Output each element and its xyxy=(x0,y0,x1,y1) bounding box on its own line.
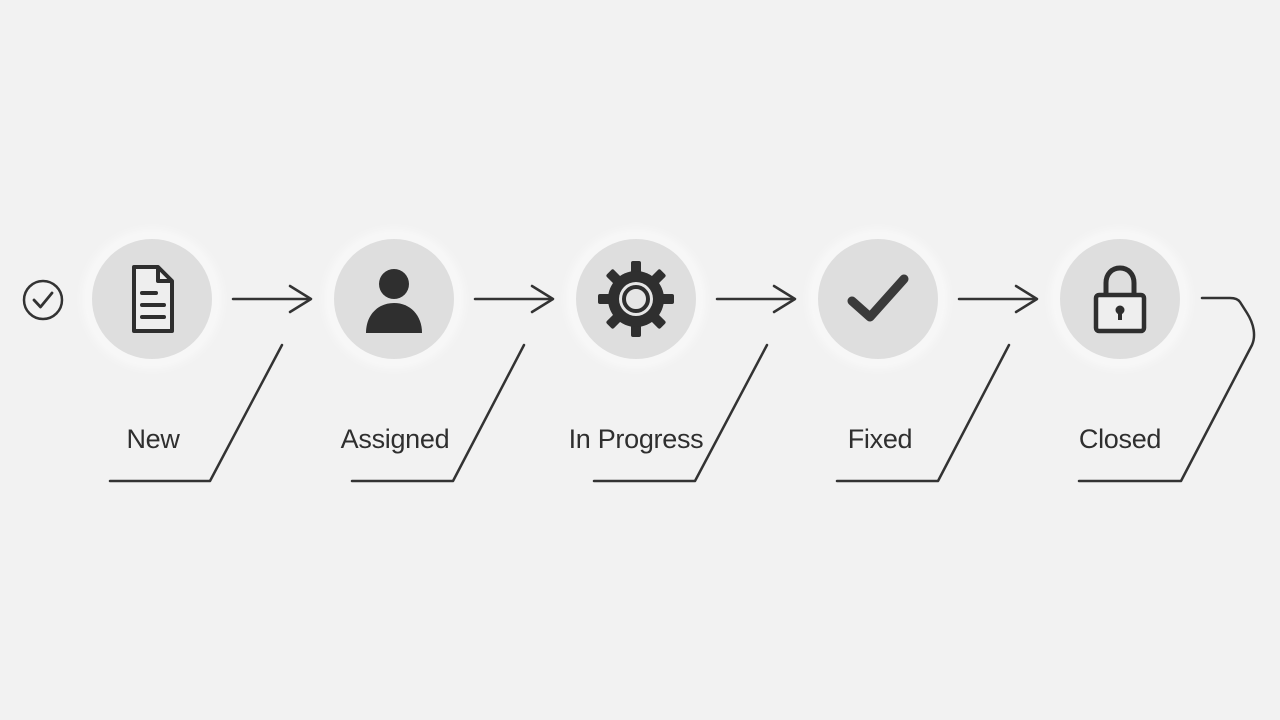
label-connector-fixed xyxy=(835,343,1011,483)
stage-node-closed xyxy=(1060,239,1180,359)
label-connector-in-progress xyxy=(592,343,769,483)
stage-node-new xyxy=(92,239,212,359)
user-icon xyxy=(366,269,422,333)
checkmark-icon xyxy=(847,274,909,322)
stage-label-assigned: Assigned xyxy=(340,424,450,454)
check-circle-icon xyxy=(22,279,64,321)
stage-label-fixed: Fixed xyxy=(847,424,913,454)
stage-label-in-progress: In Progress xyxy=(568,424,704,454)
document-icon xyxy=(132,265,174,333)
arrow-in-progress-to-fixed xyxy=(715,284,797,314)
padlock-icon xyxy=(1093,265,1147,334)
label-connector-assigned xyxy=(350,343,526,483)
gear-icon xyxy=(598,261,674,337)
arrow-assigned-to-in-progress xyxy=(473,284,555,314)
stage-node-assigned xyxy=(334,239,454,359)
stage-node-fixed xyxy=(818,239,938,359)
stage-label-new: New xyxy=(126,424,180,454)
label-connector-closed xyxy=(1077,296,1256,483)
arrow-fixed-to-closed xyxy=(957,284,1039,314)
stage-node-in-progress xyxy=(576,239,696,359)
stage-label-closed: Closed xyxy=(1078,424,1162,454)
label-connector-new xyxy=(108,343,284,483)
arrow-new-to-assigned xyxy=(231,284,313,314)
